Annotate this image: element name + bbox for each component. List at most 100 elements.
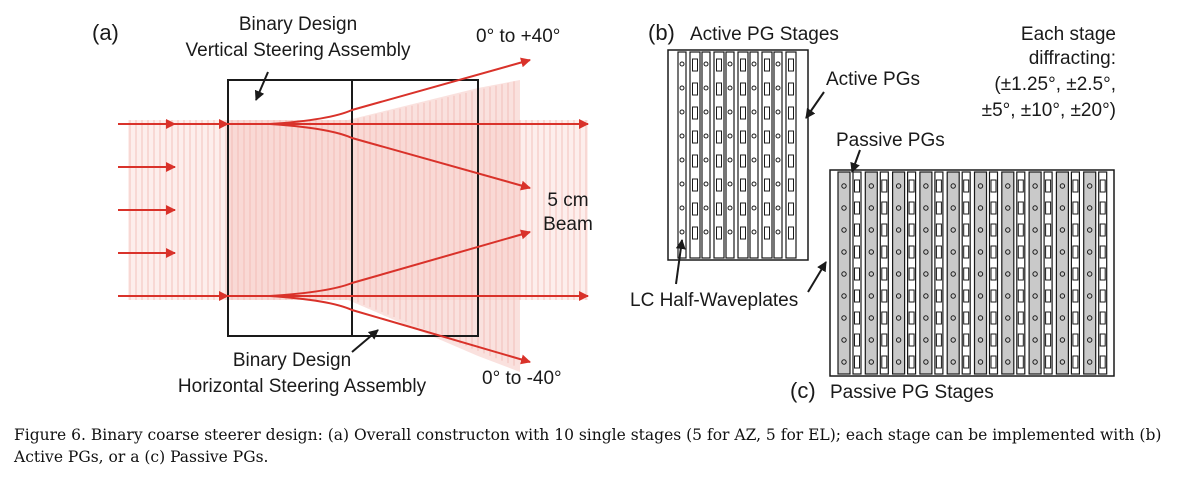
pg-element bbox=[990, 355, 997, 369]
incoming-beam-arrows bbox=[118, 119, 229, 301]
pg-dot bbox=[1032, 205, 1038, 211]
pg-dot bbox=[950, 271, 956, 277]
passive-gap bbox=[906, 171, 917, 375]
pg-dot bbox=[1005, 227, 1011, 233]
pg-dot bbox=[923, 337, 929, 343]
pg-element bbox=[963, 289, 970, 303]
pg-element bbox=[1045, 267, 1052, 281]
panel-c-label: (c) bbox=[790, 378, 816, 403]
passive-gap bbox=[879, 171, 889, 375]
pg-dot bbox=[895, 227, 902, 233]
pg-dot bbox=[977, 227, 984, 233]
pg-dot bbox=[727, 181, 733, 187]
pg-dot bbox=[751, 61, 757, 67]
pg-element bbox=[764, 130, 770, 144]
passive-gap bbox=[1016, 171, 1026, 375]
pg-dot bbox=[775, 205, 781, 211]
pg-element bbox=[908, 289, 915, 303]
pg-dot bbox=[727, 85, 733, 91]
pg-element bbox=[764, 226, 770, 240]
pg-dot bbox=[1059, 337, 1066, 343]
pg-element bbox=[788, 154, 794, 168]
pg-dot bbox=[775, 109, 781, 115]
pg-element bbox=[1099, 267, 1106, 281]
pg-dot bbox=[703, 157, 709, 163]
pg-element bbox=[854, 355, 860, 369]
pg-element bbox=[1017, 201, 1024, 215]
pg-element bbox=[788, 226, 794, 240]
pg-dot bbox=[727, 133, 733, 139]
beam-hatch-region bbox=[128, 80, 588, 372]
pg-element bbox=[692, 226, 698, 240]
pg-dot bbox=[977, 205, 984, 211]
pg-dot bbox=[703, 133, 709, 139]
pg-dot bbox=[977, 271, 984, 277]
pg-dot bbox=[923, 315, 929, 321]
pg-element bbox=[963, 179, 970, 193]
pg-element bbox=[1099, 245, 1106, 259]
pg-dot bbox=[751, 157, 757, 163]
pg-dot bbox=[1087, 249, 1093, 255]
active-pg-stages bbox=[677, 51, 797, 259]
pg-element bbox=[881, 245, 888, 259]
pg-element bbox=[788, 82, 794, 96]
pg-element bbox=[908, 223, 915, 237]
passive-pg bbox=[973, 171, 988, 375]
pg-dot bbox=[1059, 227, 1066, 233]
pg-element bbox=[990, 223, 997, 237]
pg-dot bbox=[751, 229, 757, 235]
pg-element bbox=[1099, 311, 1106, 325]
pg-dot bbox=[1059, 315, 1066, 321]
vertical-assembly-title-2: Vertical Steering Assembly bbox=[186, 40, 411, 61]
pg-dot bbox=[895, 315, 902, 321]
pg-element bbox=[788, 178, 794, 192]
pg-dot bbox=[841, 271, 847, 277]
pg-element bbox=[692, 178, 698, 192]
pg-element bbox=[1099, 179, 1106, 193]
pg-element bbox=[990, 311, 997, 325]
pg-element bbox=[1045, 179, 1052, 193]
pg-element bbox=[935, 245, 942, 259]
pg-dot bbox=[703, 181, 709, 187]
pg-element bbox=[764, 154, 770, 168]
pg-dot bbox=[751, 205, 757, 211]
range-top-label: 0° to +40° bbox=[476, 26, 560, 47]
pg-dot bbox=[868, 205, 874, 211]
pg-element bbox=[692, 130, 698, 144]
pg-element bbox=[881, 333, 888, 347]
pg-dot bbox=[1087, 359, 1093, 365]
figure-caption: Figure 6. Binary coarse steerer design: … bbox=[14, 426, 1162, 466]
pg-dot bbox=[1032, 271, 1038, 277]
pg-element bbox=[692, 106, 698, 120]
pg-dot bbox=[841, 205, 847, 211]
pg-dot bbox=[895, 293, 902, 299]
pg-element bbox=[716, 58, 722, 72]
passive-pg bbox=[1028, 171, 1042, 375]
pg-element bbox=[1099, 355, 1106, 369]
passive-gap bbox=[934, 171, 944, 375]
panel-c: Passive PGs (c) Passive PG Stages bbox=[790, 130, 1115, 403]
pg-dot bbox=[895, 183, 902, 189]
stage-diffraction-note: Each stage diffracting: (±1.25°, ±2.5°, … bbox=[982, 24, 1116, 121]
pg-element bbox=[963, 311, 970, 325]
pg-dot bbox=[950, 227, 956, 233]
pg-element bbox=[881, 223, 888, 237]
pg-dot bbox=[1005, 205, 1011, 211]
pg-dot bbox=[923, 293, 929, 299]
pg-dot bbox=[703, 61, 709, 67]
pg-dot bbox=[868, 359, 874, 365]
passive-pg-stages bbox=[837, 171, 1108, 375]
pg-element bbox=[881, 355, 888, 369]
stage-note-line-3: (±1.25°, ±2.5°, bbox=[994, 74, 1116, 95]
pg-dot bbox=[1059, 183, 1066, 189]
pg-dot bbox=[1005, 249, 1011, 255]
pg-element bbox=[764, 82, 770, 96]
pg-dot bbox=[1005, 337, 1011, 343]
pg-dot bbox=[841, 293, 847, 299]
pg-dot bbox=[868, 315, 874, 321]
pg-element bbox=[935, 267, 942, 281]
pg-element bbox=[963, 201, 970, 215]
pg-dot bbox=[950, 359, 956, 365]
panel-a-label: (a) bbox=[92, 20, 119, 45]
lc-half-waveplate bbox=[749, 51, 759, 259]
